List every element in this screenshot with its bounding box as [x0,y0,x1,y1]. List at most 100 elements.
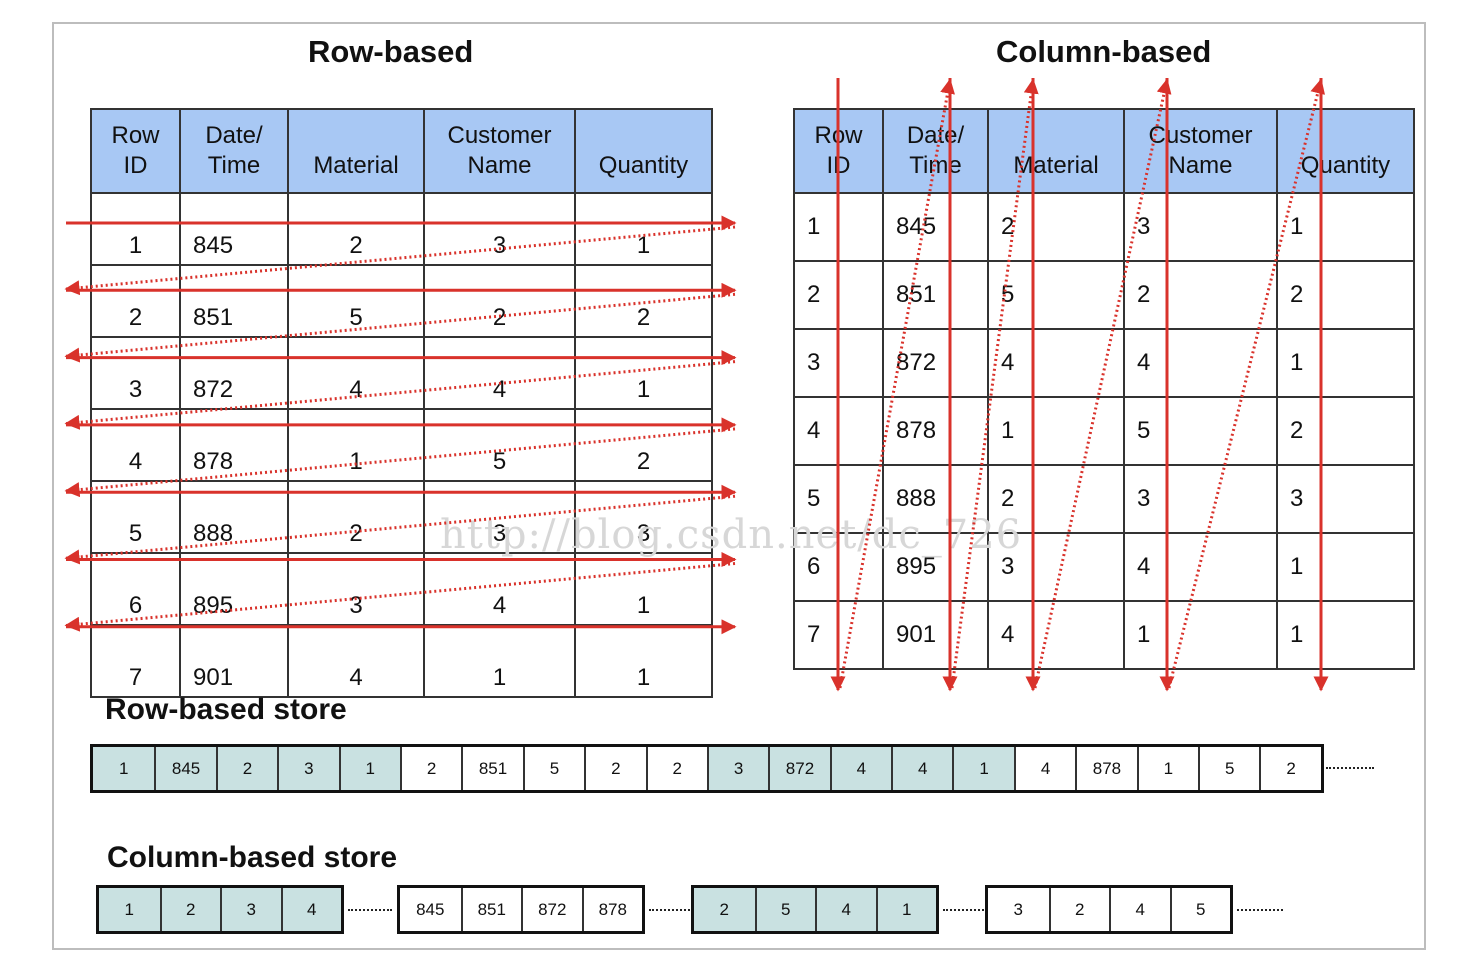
table-cell: 2 [793,260,884,330]
table-cell: 1 [574,624,713,698]
table-cell: 2 [1276,260,1415,330]
table-cell: 901 [179,624,289,698]
column-based-title: Column-based [996,34,1212,69]
table-cell: 1 [1276,328,1415,398]
row-store-cell: 3 [277,747,339,790]
table-cell: 3 [1276,464,1415,534]
table-cell: 5 [987,260,1125,330]
table-cell: 5 [423,408,576,482]
header-line: Customer [1148,122,1253,149]
header-line [290,121,422,151]
row-store-cell: 4 [891,747,953,790]
row-store-cell: 2 [215,747,278,790]
header-quantity: Quantity [574,108,713,194]
column-store-cell: 1 [99,888,160,931]
table-cell: 878 [179,408,289,482]
header-line: Row [111,122,160,149]
watermark-text: http://blog.csdn.net/dc_726 [440,512,1023,558]
table-cell: 851 [882,260,989,330]
row-store-cell: 4 [1013,747,1075,790]
header-quantity: Quantity [1276,108,1415,194]
table-cell: 4 [1123,532,1278,602]
column-store-gap [943,909,987,911]
header-line [1279,121,1412,151]
header-date-time: Date/Time [179,108,289,194]
column-store-cell: 4 [280,888,341,931]
table-cell: 2 [287,480,425,554]
header-line [990,121,1122,151]
table-cell: 1 [1276,600,1415,670]
header-line: ID [826,152,851,179]
table-cell: 2 [423,264,576,338]
table-cell: 2 [574,408,713,482]
table-cell: 3 [1123,464,1278,534]
row-store-cell: 1 [952,747,1014,790]
table-cell: 3 [423,192,576,266]
header-line: Quantity [598,152,689,179]
column-store-cell: 4 [1109,888,1170,931]
header-material: Material [287,108,425,194]
row-store-cell: 2 [645,747,707,790]
table-cell: 4 [793,396,884,466]
header-line: Date/ [906,122,965,149]
column-store-gap [348,909,392,911]
header-line: Material [1013,152,1099,179]
table-cell: 2 [574,264,713,338]
column-store-cell: 3 [220,888,281,931]
table-cell: 888 [179,480,289,554]
column-store-cell: 1 [875,888,936,931]
table-cell: 5 [287,264,425,338]
table-cell: 872 [882,328,989,398]
row-store-continuation [1326,767,1374,769]
column-store-cell: 3 [1013,899,1023,919]
table-cell: 1 [987,396,1125,466]
header-line: Name [1168,152,1233,179]
column-store-cell: 872 [521,888,582,931]
header-line: ID [123,152,148,179]
row-store-cell: 1 [93,747,155,790]
row-store-cell: 845 [154,747,216,790]
table-cell: 4 [1123,328,1278,398]
table-cell: 3 [90,336,181,410]
table-cell: 851 [179,264,289,338]
header-date-time: Date/Time [882,108,989,194]
row-store-cell: 872 [768,747,830,790]
table-cell: 1 [574,552,713,626]
table-cell: 1 [793,192,884,262]
row-based-title: Row-based [308,34,474,69]
row-store-cell: 2 [399,747,461,790]
column-store-cell: 878 [581,888,643,931]
row-store-cell: 3 [706,747,769,790]
table-cell: 2 [90,264,181,338]
header-material: Material [987,108,1125,194]
table-cell: 1 [1276,532,1415,602]
column-store-cell: 851 [460,888,522,931]
table-cell: 1 [1276,192,1415,262]
row-store-cell: 1 [1136,747,1198,790]
table-cell: 6 [90,552,181,626]
table-cell: 4 [287,336,425,410]
header-line: Date/ [205,122,263,149]
table-cell: 1 [423,624,576,698]
table-cell: 3 [287,552,425,626]
row-store-cell: 4 [829,747,892,790]
row-store-cell: 2 [584,747,645,790]
table-cell: 1 [574,192,713,266]
